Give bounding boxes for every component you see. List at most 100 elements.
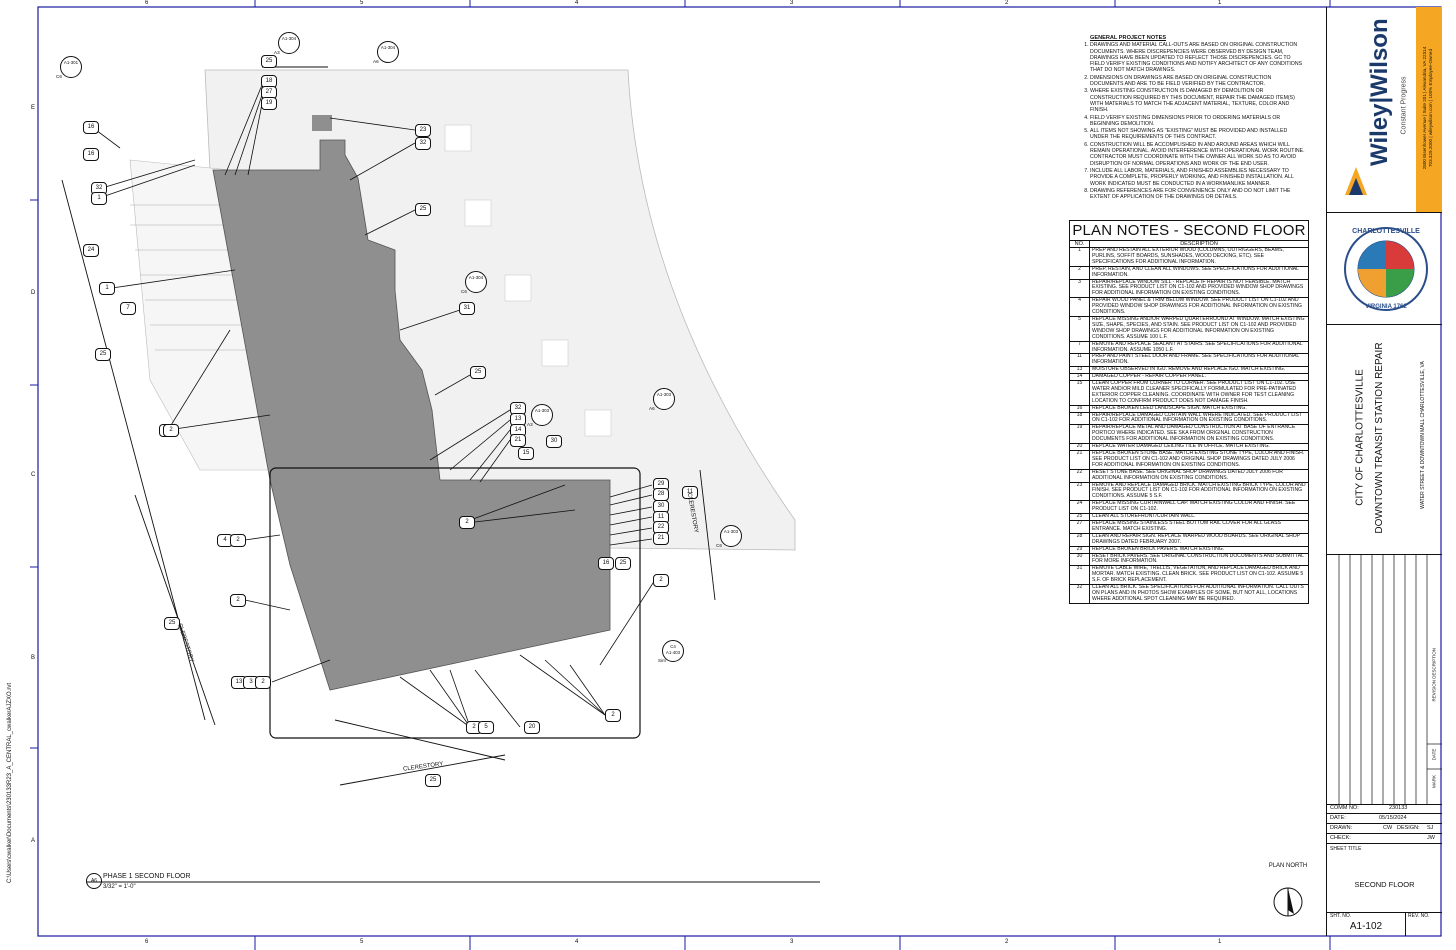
section-side-label: Sim — [658, 658, 666, 663]
comm-no-field: COMM NO:230133 — [1327, 804, 1442, 814]
grid-col-label: 2 — [1005, 0, 1009, 6]
file-path: C:\Users\cwalker\Documents\230133R23_A_C… — [7, 682, 13, 884]
grid-row-label: A — [31, 838, 36, 844]
drawing-scale: 3/32" = 1'-0" — [103, 884, 136, 890]
keynote-tag: 20 — [524, 721, 540, 734]
plan-note-no: 25 — [1070, 513, 1090, 520]
section-callout: A1-304 — [377, 41, 399, 63]
plan-note-no: 7 — [1070, 341, 1090, 354]
keynote-tag: 32 — [415, 137, 431, 150]
grid-col-label: 2 — [1005, 939, 1009, 945]
firm-address-line2: 703.329.2000 | wileywilson.com | 100% Em… — [1428, 48, 1433, 168]
section-num: C4 — [670, 644, 676, 649]
plan-note-no: 3 — [1070, 279, 1090, 298]
plan-note-no: 4 — [1070, 297, 1090, 316]
keynote-tag: 25 — [425, 774, 441, 787]
plan-note-desc: DAMAGED COPPER - REPAIR COPPER PANEL. — [1092, 373, 1206, 380]
section-sheet: A1-303 — [656, 392, 672, 397]
plan-note-desc: REPAIR/REPLACE METAL AND DAMAGED CONSTRU… — [1092, 424, 1296, 443]
grid-row-label: E — [31, 105, 36, 111]
revision-grid-svg — [1338, 554, 1442, 804]
general-note-item: DRAWING REFERENCES ARE FOR CONVENIENCE O… — [1090, 188, 1306, 201]
section-side-label: A6 — [649, 406, 655, 411]
keynote-tag: 2 — [605, 709, 621, 722]
plan-note-no: 14 — [1070, 373, 1090, 381]
section-side-label: C6 — [716, 543, 722, 548]
plan-note-desc: REPAIR/REPLACE DAMAGED CURTAIN WALL WHER… — [1092, 411, 1302, 424]
general-notes-heading: GENERAL PROJECT NOTES — [1090, 35, 1167, 41]
section-callout: A1-303 — [531, 404, 553, 426]
plan-note-desc: CLEAN ALL STOREFRONT/CURTAIN WALL. — [1092, 513, 1196, 520]
plan-note-desc: REPLACE MISSING CURTAINWALL CAP. MATCH E… — [1092, 500, 1296, 513]
sheet-title: SECOND FLOOR — [1354, 880, 1415, 889]
plan-note-no: 15 — [1070, 380, 1090, 405]
general-note-item: DRAWINGS AND MATERIAL CALL-OUTS ARE BASE… — [1090, 42, 1306, 73]
seal-bottom: VIRGINIA 1762 — [1347, 304, 1425, 310]
general-note-item: ALL ITEMS NOT SHOWING AS "EXISTING" MUST… — [1090, 128, 1306, 141]
plan-note-desc: REPAIR/REPLACE WINDOW SILL - REPLACE IF … — [1092, 278, 1304, 297]
plan-note-desc: CLEAN ALL BRICK. SEE SPECIFICATIONS FOR … — [1092, 584, 1304, 602]
keynote-tag: 2 — [230, 594, 246, 607]
section-side-label: C6 — [461, 289, 467, 294]
keynote-tag: 16 — [598, 557, 614, 570]
section-callout: A1-303 — [720, 525, 742, 547]
sht-no-label: SHT. NO. — [1330, 913, 1352, 919]
grid-col-label: 1 — [1218, 939, 1222, 945]
general-note-item: WHERE EXISTING CONSTRUCTION IS DAMAGED B… — [1090, 88, 1306, 113]
plan-note-desc: REMOVE AND REPLACE SEALANT AT STAIRS. SE… — [1092, 340, 1303, 353]
project-address: WATER STREET & DOWNTOWN MALL CHARLOTTESV… — [1420, 361, 1426, 509]
grid-col-label: 5 — [360, 939, 364, 945]
plan-note-no: 13 — [1070, 366, 1090, 374]
section-sheet: A1-403 — [665, 650, 681, 655]
date-field: DATE:05/15/2024 — [1327, 814, 1442, 824]
plan-note-no: 32 — [1070, 584, 1090, 603]
date-value: 05/15/2024 — [1379, 815, 1407, 821]
keynote-tag: 25 — [415, 203, 431, 216]
plan-note-no: 23 — [1070, 482, 1090, 501]
plan-note-desc: MOISTURE OBSERVED IN IGU. REMOVE AND REP… — [1092, 366, 1286, 373]
col-desc: DESCRIPTION — [1180, 241, 1218, 247]
plan-note-no: 1 — [1070, 247, 1090, 266]
check-value: JW — [1427, 835, 1435, 841]
seal-bottom-text: VIRGINIA — [1365, 304, 1392, 310]
grid-col-label: 6 — [145, 0, 149, 6]
grid-col-label: 3 — [790, 939, 794, 945]
keynote-tag: 4 — [217, 534, 233, 547]
plan-note-no: 30 — [1070, 553, 1090, 566]
section-sheet: A1-301 — [63, 60, 79, 65]
grid-row-label: B — [31, 655, 36, 661]
title-block: Wiley|Wilson Constant Progress 2800 Eise… — [1326, 7, 1442, 936]
firm-address: 2800 Eisenhower Avenue | Suite 201 | Ale… — [1422, 13, 1434, 203]
keynote-tag: 1 — [91, 192, 107, 205]
firm-name: Wiley|Wilson — [1366, 18, 1393, 166]
keynote-tag: 2 — [163, 424, 179, 437]
section-side-label: C6 — [56, 74, 62, 79]
keynote-tag: 25 — [470, 366, 486, 379]
seal-year: 1762 — [1393, 304, 1407, 310]
plan-note-desc: PREP AND PAINT STEEL DOOR AND FRAME. SEE… — [1092, 353, 1299, 366]
section-side-label: A3 — [274, 50, 280, 55]
section-sheet: A1-304 — [281, 36, 297, 41]
project-client: CITY OF CHARLOTTESVILLE — [1354, 369, 1366, 506]
general-notes-list: DRAWINGS AND MATERIAL CALL-OUTS ARE BASE… — [1068, 42, 1306, 200]
grid-row-label: C — [31, 472, 36, 478]
sheet-number: A1-102 — [1349, 921, 1383, 932]
keynote-tag: 15 — [518, 447, 534, 460]
project-block: CITY OF CHARLOTTESVILLE DOWNTOWN TRANSIT… — [1327, 324, 1442, 555]
keynote-tag: 25 — [615, 557, 631, 570]
keynote-tag: 19 — [261, 97, 277, 110]
